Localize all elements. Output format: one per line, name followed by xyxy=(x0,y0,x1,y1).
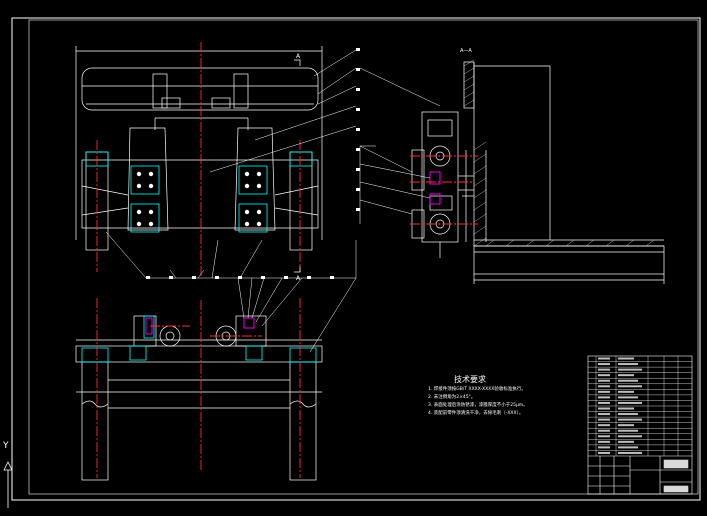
ucs-icon xyxy=(3,461,13,508)
balloon-marker xyxy=(169,276,173,279)
notes-line-1: 1. 焊接件须按GB/T XXXX-XXXX验收标准执行。 xyxy=(428,385,526,392)
bom-cell-mark xyxy=(618,407,634,410)
plan-cyan-parts xyxy=(81,315,317,363)
notes-title: 技术要求 xyxy=(454,374,486,384)
bom-cell-mark xyxy=(598,357,610,360)
bom-cell-mark xyxy=(598,435,610,438)
front-view xyxy=(75,46,323,251)
side-magenta-parts xyxy=(429,171,441,205)
notes-line-3: 3. 表面处理后涂防锈漆，漆膜厚度不小于25μm。 xyxy=(428,401,528,408)
bom-cell-mark xyxy=(618,385,642,388)
front-center-lines xyxy=(96,42,301,276)
plan-top-plate xyxy=(75,345,323,363)
balloon-marker xyxy=(356,148,360,151)
balloon-marker xyxy=(238,276,242,279)
section-marker-a-top: A xyxy=(296,53,301,60)
bom-cell-mark xyxy=(618,446,638,449)
bom-cell-mark xyxy=(618,435,642,438)
section-marker-bottom xyxy=(294,266,301,273)
balloon-marker xyxy=(146,276,150,279)
bom-cell-mark xyxy=(598,368,610,371)
bom-cell-mark xyxy=(618,440,634,443)
sheet-inner-border xyxy=(28,19,699,495)
bom-cell-mark xyxy=(618,429,638,432)
bom-cell-mark xyxy=(598,418,610,421)
title-block xyxy=(587,355,693,495)
balloon-marker xyxy=(356,188,360,191)
balloons-bottom xyxy=(146,276,334,279)
front-bolt-blocks xyxy=(85,151,313,233)
balloon-marker xyxy=(307,276,311,279)
side-view xyxy=(411,61,665,284)
section-title: A—A xyxy=(460,48,472,54)
front-leaders xyxy=(209,49,357,173)
bom-cell-mark xyxy=(618,363,638,366)
bom-cell-mark xyxy=(598,413,610,416)
bom-cell-mark xyxy=(618,368,642,371)
upper-beam xyxy=(81,67,319,111)
bom-table xyxy=(588,356,692,456)
bom-cell-mark xyxy=(618,390,634,393)
bom-cell-mark xyxy=(618,401,642,404)
bom-cell-mark xyxy=(618,396,638,399)
balloon-marker xyxy=(356,88,360,91)
bom-cell-mark xyxy=(598,446,610,449)
bom-cell-mark xyxy=(598,390,610,393)
bom-cell-mark xyxy=(598,385,610,388)
bom-cell-mark xyxy=(618,374,634,377)
balloon-marker xyxy=(215,276,219,279)
balloon-marker xyxy=(192,276,196,279)
side-center-lines xyxy=(410,155,478,225)
balloon-marker xyxy=(356,128,360,131)
balloon-marker xyxy=(356,48,360,51)
bom-cell-mark xyxy=(618,424,634,427)
bom-cell-mark xyxy=(598,407,610,410)
bottom-balloon-row xyxy=(105,231,357,279)
side-leaders xyxy=(359,67,441,224)
bom-cell-mark xyxy=(598,424,610,427)
balloon-marker xyxy=(356,208,360,211)
side-hatching xyxy=(463,59,655,247)
bom-cell-mark xyxy=(618,379,638,382)
bom-cell-mark xyxy=(598,440,610,443)
balloon-marker xyxy=(261,276,265,279)
front-bolt-heads xyxy=(136,171,262,227)
balloon-marker xyxy=(356,68,360,71)
bom-cell-mark xyxy=(598,363,610,366)
bom-cell-mark xyxy=(598,451,610,454)
notes-line-2: 2. 未注倒角为2×45°。 xyxy=(428,393,475,400)
plan-view xyxy=(75,315,323,481)
balloon-marker xyxy=(356,168,360,171)
balloon-marker xyxy=(330,276,334,279)
sheet-outer-border xyxy=(11,17,701,501)
notes-line-4: 4. 装配前零件须清洗干净，去除毛刺（-XXX）。 xyxy=(428,409,523,416)
section-marker-top xyxy=(294,59,301,66)
ucs-y-label: Y xyxy=(2,441,9,451)
bom-cell-mark xyxy=(598,374,610,377)
plan-leaders xyxy=(237,277,357,353)
bom-cell-mark xyxy=(598,396,610,399)
bom-cell-mark xyxy=(598,379,610,382)
bom-cell-mark xyxy=(618,413,638,416)
balloons-right xyxy=(356,48,360,211)
bom-cell-mark xyxy=(618,418,642,421)
balloon-marker xyxy=(356,108,360,111)
plan-center-lines xyxy=(96,298,301,478)
main-plate xyxy=(81,159,319,229)
balloon-marker xyxy=(284,276,288,279)
side-base-plate xyxy=(473,245,665,275)
bom-cell-mark xyxy=(618,451,642,454)
right-column xyxy=(289,151,313,251)
bom-cell-mark xyxy=(598,429,610,432)
section-marker-a-bottom: A xyxy=(296,275,301,282)
bom-cell-mark xyxy=(618,357,634,360)
bom-cell-mark xyxy=(598,401,610,404)
